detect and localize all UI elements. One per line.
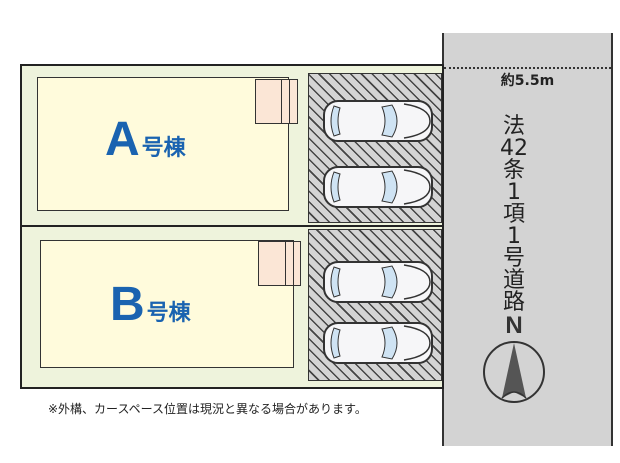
building-b-entrance [258,241,301,286]
road-type-char: 路 [502,290,525,315]
building-a-letter: A [105,113,140,166]
disclaimer-note: ※外構、カースペース位置は現況と異なる場合があります。 [48,402,367,416]
car-icon [323,322,433,364]
building-a-entrance [255,79,298,124]
compass-north-label: N [505,312,523,339]
road-type-label: 法 42 条 1 項 1 号 道 路 [494,116,534,314]
car-icon [323,261,433,303]
building-a-entrance-step [289,79,290,124]
road-type-char: 条 [502,158,525,183]
building-b-entrance-step [285,241,286,286]
building-b-letter: B [110,278,145,331]
road [442,33,613,446]
road-type-char: 道 [502,268,525,293]
road-width-label: 約5.5m [500,73,555,89]
car-icon [323,100,433,142]
road-type-char: 1 [507,224,521,249]
road-type-char: 法 [502,114,525,139]
building-a [37,77,289,211]
road-width-dimension-line [444,67,611,69]
road-type-char: 42 [500,136,528,161]
car-icon [323,166,433,208]
building-b-label: B 号棟 [110,278,191,331]
road-type-char: 号 [502,246,525,271]
road-type-char: 項 [502,202,525,227]
building-a-entrance-step [281,79,282,124]
building-b [40,240,294,368]
building-a-suffix: 号棟 [141,136,186,161]
compass-north-arrow-icon [483,341,545,403]
building-a-label: A 号棟 [105,113,186,166]
building-b-entrance-step [293,241,294,286]
building-b-suffix: 号棟 [146,301,191,326]
road-type-char: 1 [507,180,521,205]
